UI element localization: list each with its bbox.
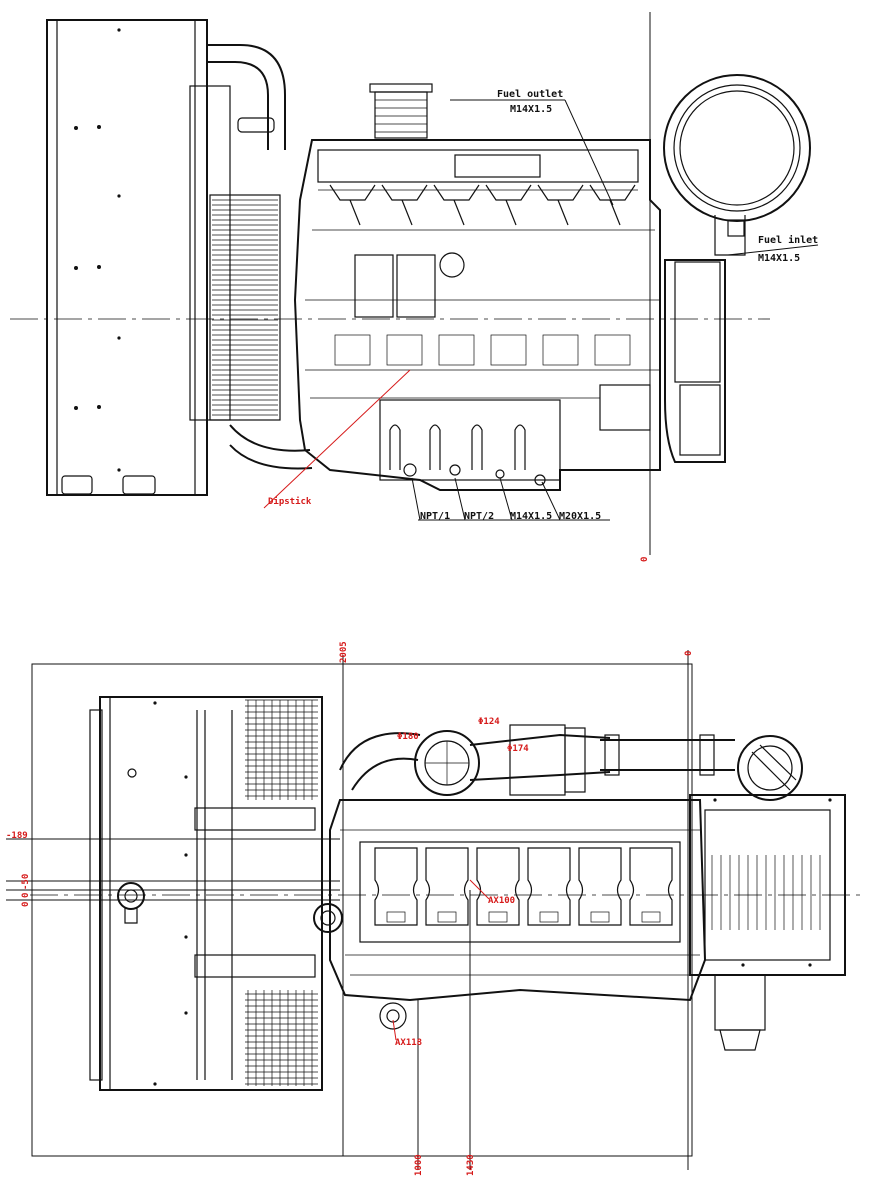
callout-d180: Φ180 (397, 732, 419, 742)
radiator-top-fins (245, 699, 318, 1086)
rocker-bump (329, 184, 376, 201)
fuel-inlet-label: Fuel inlet (758, 234, 818, 246)
side-view (10, 12, 819, 555)
engine-block-side (293, 139, 661, 491)
oil-sump (379, 399, 561, 486)
rocker-bump (537, 184, 584, 201)
cover-tab (590, 911, 610, 923)
flywheel-housing-top (689, 794, 846, 1051)
cylinder-head-features (329, 184, 636, 366)
port-label-m20: M20X1.5 (559, 511, 601, 522)
manifold-runner (334, 334, 371, 366)
injector-line (609, 199, 621, 226)
rocker-bump (433, 184, 480, 201)
turbocharger-top (339, 724, 611, 796)
dipstick-label: Dipstick (268, 496, 312, 507)
bottom-dim-1000: 1000 (414, 1154, 424, 1176)
side-datum-marker: 0 (640, 557, 650, 562)
callout-ax118: AX118 (395, 1038, 422, 1048)
top-view (6, 650, 860, 1170)
top-dim-0: 0 (684, 651, 694, 656)
radiator-top (89, 696, 323, 1091)
fuel-inlet-thread: M14X1.5 (758, 253, 800, 264)
injector-line (401, 199, 413, 226)
coolant-hoses (207, 44, 313, 470)
rocker-cover (476, 847, 520, 926)
rocker-cover (629, 847, 673, 926)
left-dim-0a: 0 (21, 893, 31, 898)
injector-line (557, 199, 569, 226)
rocker-cover (374, 847, 418, 926)
injector-line (453, 199, 465, 226)
rocker-bump (381, 184, 428, 201)
rocker-bump (485, 184, 532, 201)
rocker-cover (527, 847, 571, 926)
manifold-runner (438, 334, 475, 366)
callout-d174: Φ174 (507, 744, 529, 754)
left-dim-minus189: -189 (6, 831, 28, 841)
radiator-side (46, 19, 231, 496)
left-dim-0b: 0 (21, 902, 31, 907)
callout-d124: Φ124 (478, 717, 500, 727)
cover-tab (437, 911, 457, 923)
callout-ax100: AX100 (488, 896, 515, 906)
cover-tab (488, 911, 508, 923)
cover-tab (386, 911, 406, 923)
cover-tab (539, 911, 559, 923)
port-label-m14: M14X1.5 (510, 511, 552, 522)
manifold-runner (594, 334, 631, 366)
port-label-npt1: NPT/1 (420, 511, 450, 522)
port-label-npt2: NPT/2 (464, 511, 494, 522)
fuel-outlet-thread: M14X1.5 (510, 104, 552, 115)
manifold-runner (542, 334, 579, 366)
breather-bellows (369, 83, 433, 139)
flywheel-housing-side (599, 259, 726, 463)
oil-filters (354, 252, 465, 318)
fin-block (209, 194, 281, 421)
cover-tab (641, 911, 661, 923)
fuel-outlet-label: Fuel outlet (497, 89, 563, 100)
manifold-runner (490, 334, 527, 366)
injector-line (349, 199, 361, 226)
rocker-cover (578, 847, 622, 926)
radiator-core-fins (209, 194, 281, 421)
engine-block-top (313, 799, 707, 1030)
left-dim-minus50: -50 (21, 874, 31, 890)
rocker-bump (589, 184, 636, 201)
manifold-runner (386, 334, 423, 366)
rocker-cover (425, 847, 469, 926)
air-intake-top (600, 734, 803, 801)
injector-line (505, 199, 517, 226)
rocker-covers-top (374, 847, 673, 926)
alternator-fins-top (711, 855, 821, 930)
air-filter-side (663, 74, 811, 256)
bottom-dim-1430: 1430 (466, 1154, 476, 1176)
top-dim-2005: 2005 (339, 641, 349, 663)
